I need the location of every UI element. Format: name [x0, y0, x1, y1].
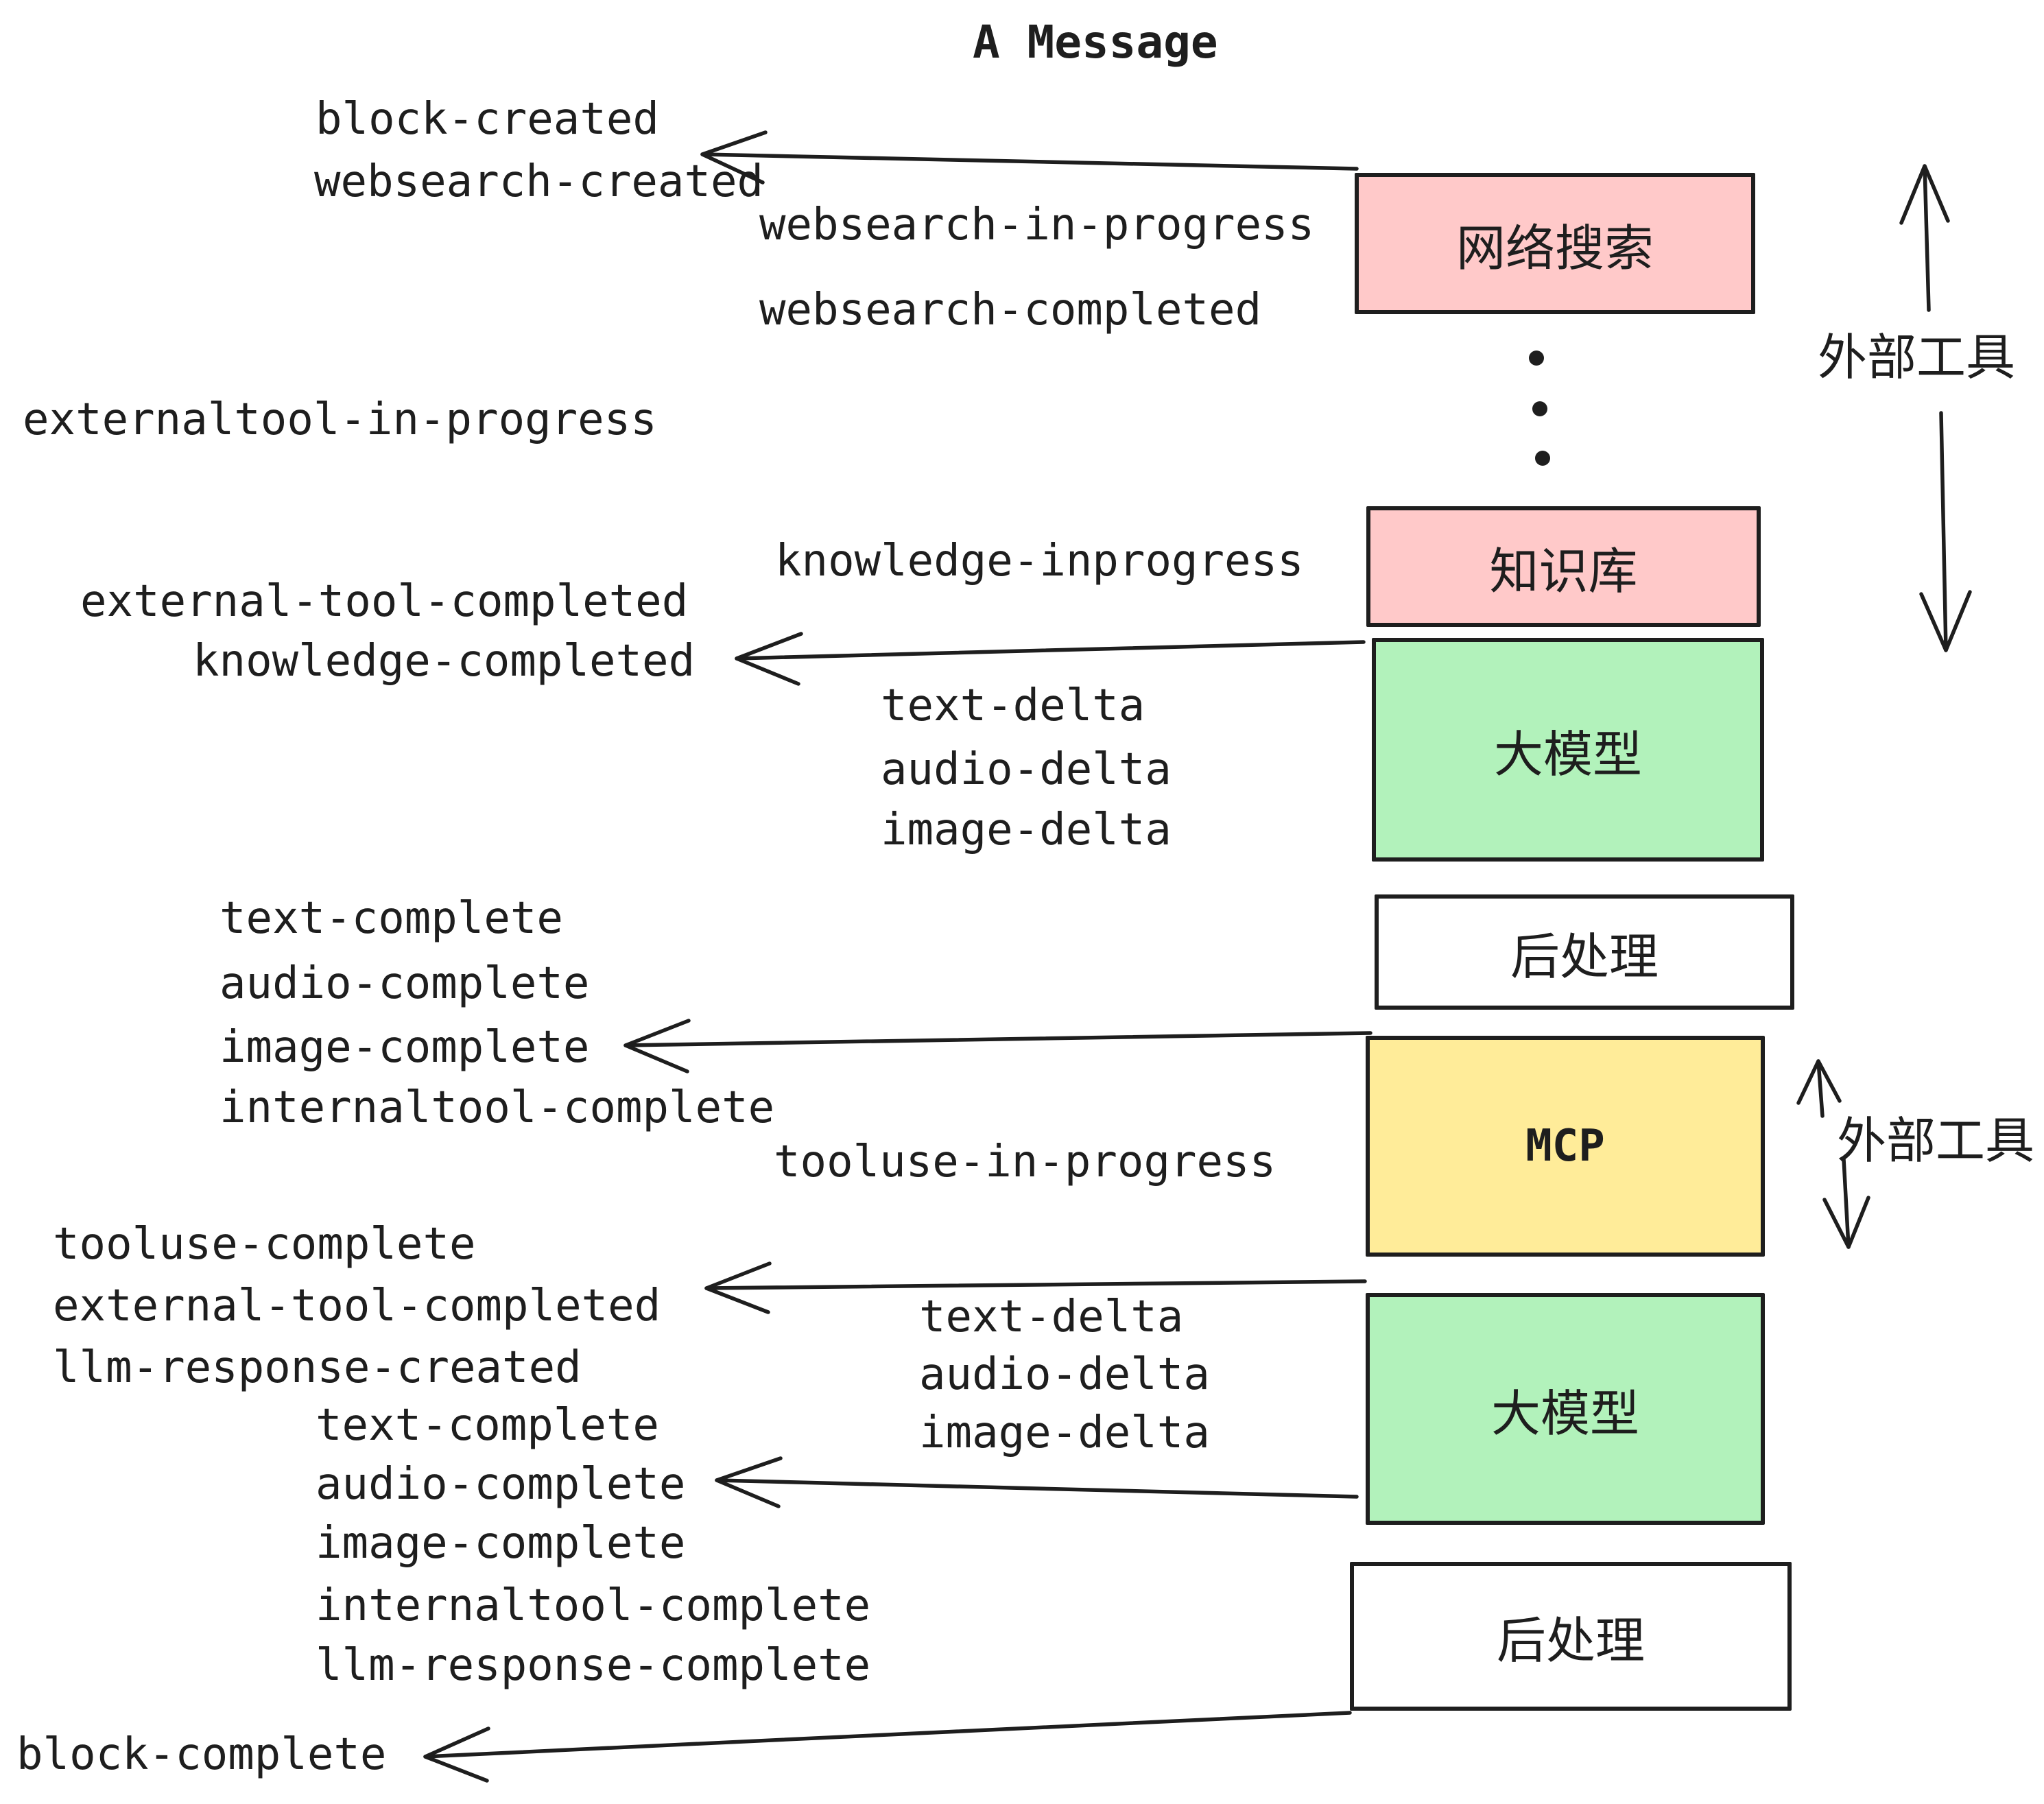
event-tooluse-complete: tooluse-complete — [53, 1219, 476, 1270]
arrowhead-internal-complete — [623, 1019, 691, 1073]
mcp-box-label: MCP — [1525, 1121, 1605, 1172]
event-text-complete-2: text-complete — [316, 1400, 659, 1451]
event-websearch-in-progress: websearch-in-progress — [759, 200, 1315, 250]
arrowhead-external-down-2 — [1822, 1196, 1870, 1249]
llm-box-1-label: 大模型 — [1493, 727, 1642, 783]
event-block-created: block-created — [316, 94, 659, 145]
event-text-delta-2: text-delta — [919, 1292, 1184, 1342]
event-knowledge-completed: knowledge-completed — [193, 636, 696, 687]
event-image-delta-1: image-delta — [881, 805, 1172, 855]
arrow-external-down-2 — [1842, 1157, 1851, 1249]
postprocess-box-2-label: 后处理 — [1496, 1614, 1645, 1669]
event-text-delta-1: text-delta — [881, 680, 1145, 731]
knowledge-box: 知识库 — [1366, 506, 1761, 627]
postprocess-box-1: 后处理 — [1375, 894, 1794, 1010]
arrowhead-block-complete — [423, 1726, 490, 1783]
arrowhead-external-up-2 — [1796, 1059, 1842, 1105]
event-audio-delta-2: audio-delta — [919, 1349, 1210, 1400]
event-audio-complete-1: audio-complete — [219, 958, 590, 1009]
arrow-websearch-created — [700, 152, 1359, 171]
arrow-knowledge-completed — [735, 640, 1366, 661]
llm-box-2: 大模型 — [1366, 1293, 1765, 1525]
event-image-complete-1: image-complete — [219, 1022, 590, 1073]
arrow-external-down-1 — [1939, 411, 1948, 652]
arrowhead-knowledge-completed — [735, 632, 803, 686]
arrowhead-llm2-complete — [715, 1456, 783, 1508]
llm-box-1: 大模型 — [1372, 638, 1764, 862]
event-llm-response-complete: llm-response-complete — [316, 1640, 871, 1691]
postprocess-box-1-label: 后处理 — [1510, 929, 1659, 985]
event-externaltool-in-progress: externaltool-in-progress — [23, 394, 657, 445]
event-knowledge-inprogress: knowledge-inprogress — [775, 536, 1304, 586]
arrow-internal-complete — [623, 1031, 1372, 1047]
event-block-complete: block-complete — [16, 1729, 387, 1780]
ellipsis-dot — [1532, 401, 1547, 416]
event-websearch-created: websearch-created — [314, 156, 764, 207]
arrow-tooluse-complete — [704, 1279, 1367, 1290]
event-tooluse-in-progress: tooluse-in-progress — [774, 1137, 1276, 1187]
ellipsis-dot — [1529, 351, 1544, 366]
llm-box-2-label: 大模型 — [1490, 1386, 1639, 1442]
arrowhead-websearch-created — [700, 130, 768, 185]
mcp-box: MCP — [1366, 1036, 1765, 1257]
websearch-box: 网络搜索 — [1355, 173, 1755, 314]
arrowhead-external-up-1 — [1899, 164, 1950, 225]
event-internaltool-complete-1: internaltool-complete — [219, 1082, 775, 1133]
event-websearch-completed: websearch-completed — [759, 285, 1262, 335]
arrow-llm2-complete — [715, 1478, 1359, 1499]
event-image-delta-2: image-delta — [919, 1408, 1210, 1458]
ellipsis-dot — [1535, 451, 1550, 466]
arrow-external-up-1 — [1923, 164, 1931, 312]
event-audio-complete-2: audio-complete — [316, 1459, 686, 1510]
external-tools-label-2: 外部工具 — [1837, 1114, 2035, 1169]
websearch-box-label: 网络搜索 — [1455, 221, 1654, 276]
knowledge-box-label: 知识库 — [1489, 544, 1638, 600]
event-text-complete-1: text-complete — [219, 893, 563, 944]
event-audio-delta-1: audio-delta — [881, 744, 1172, 795]
arrow-block-complete — [423, 1711, 1352, 1759]
postprocess-box-2: 后处理 — [1350, 1562, 1792, 1711]
arrowhead-tooluse-complete — [704, 1261, 772, 1314]
event-external-tool-completed-2: external-tool-completed — [53, 1281, 661, 1331]
arrowhead-external-down-1 — [1919, 590, 1972, 652]
event-llm-response-created: llm-response-created — [53, 1342, 582, 1393]
event-internaltool-complete-2: internaltool-complete — [316, 1580, 871, 1631]
arrow-external-up-2 — [1816, 1059, 1825, 1118]
diagram-title: A Message — [973, 16, 1218, 69]
event-image-complete-2: image-complete — [316, 1518, 686, 1569]
event-external-tool-completed-1: external-tool-completed — [80, 576, 689, 627]
external-tools-label-1: 外部工具 — [1818, 331, 2016, 385]
